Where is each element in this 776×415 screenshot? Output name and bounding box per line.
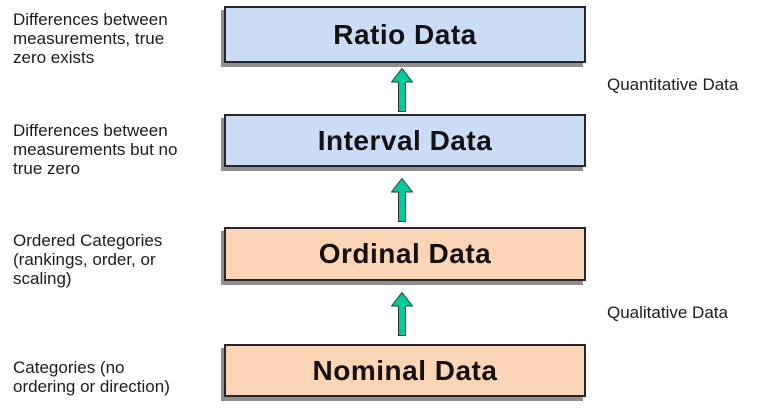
box-ratio-data: Ratio Data: [224, 6, 586, 63]
description-ratio: Differences between measurements, true z…: [13, 10, 168, 67]
box-nominal-label: Nominal Data: [312, 354, 498, 386]
up-arrow-icon: [391, 178, 413, 222]
box-ordinal-data: Ordinal Data: [224, 227, 586, 281]
box-ordinal-label: Ordinal Data: [318, 238, 492, 269]
description-interval: Differences between measurements but no …: [13, 121, 178, 178]
group-label-quantitative: Quantitative Data: [607, 75, 739, 94]
description-nominal: Categories (no ordering or direction): [13, 358, 170, 396]
box-interval-label: Interval Data: [317, 124, 493, 156]
box-nominal-data: Nominal Data: [224, 344, 586, 397]
description-ordinal: Ordered Categories (rankings, order, or …: [13, 231, 163, 288]
box-interval-data: Interval Data: [224, 114, 586, 167]
group-label-qualitative: Qualitative Data: [607, 303, 728, 322]
up-arrow-icon: [391, 68, 413, 112]
box-ratio-label: Ratio Data: [333, 18, 477, 50]
up-arrow-icon: [391, 292, 413, 336]
